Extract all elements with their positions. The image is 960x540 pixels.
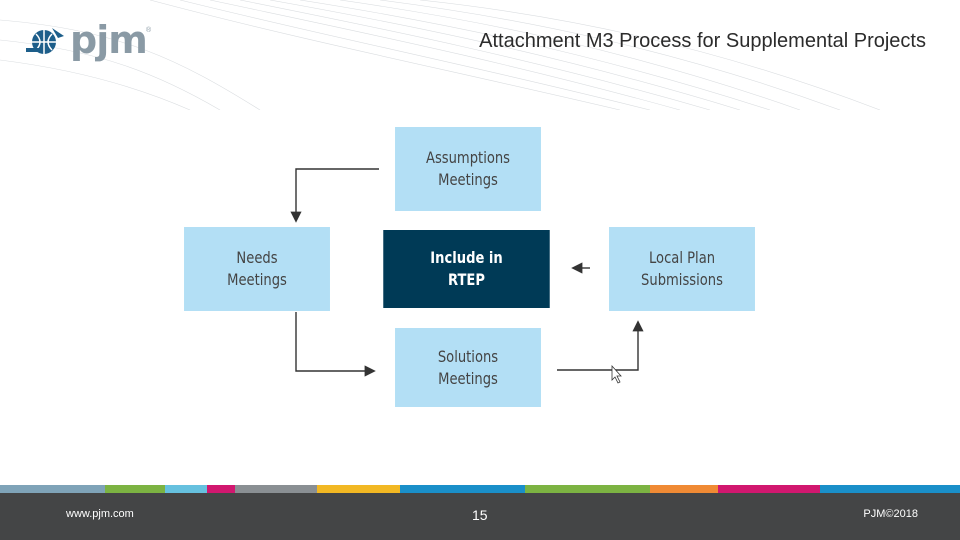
node-local-plan-submissions: Local Plan Submissions xyxy=(609,227,755,311)
stripe-segment xyxy=(105,485,165,493)
stripe-segment xyxy=(400,485,525,493)
logo-wordmark: pjm xyxy=(70,18,148,62)
stripe-segment xyxy=(820,485,960,493)
stripe-segment xyxy=(718,485,820,493)
logo-registered-mark: ® xyxy=(146,27,152,34)
node-include-in-rtep: Include in RTEP xyxy=(383,230,550,308)
stripe-segment xyxy=(650,485,718,493)
footer-copyright: PJM©2018 xyxy=(863,508,918,520)
stripe-segment xyxy=(525,485,650,493)
arrow-assumptions-to-needs xyxy=(290,168,379,223)
arrow-solutions-to-localplan xyxy=(557,320,644,371)
stripe-segment xyxy=(165,485,207,493)
stripe-segment xyxy=(207,485,235,493)
arrow-needs-to-solutions xyxy=(295,312,376,377)
node-assumptions-meetings: Assumptions Meetings xyxy=(395,127,541,211)
footer-url[interactable]: www.pjm.com xyxy=(66,508,134,520)
stripe-segment xyxy=(0,485,105,493)
page-number: 15 xyxy=(472,507,488,523)
slide-title: Attachment M3 Process for Supplemental P… xyxy=(479,30,926,52)
footer-color-stripe xyxy=(0,485,960,493)
node-needs-meetings: Needs Meetings xyxy=(184,227,330,311)
stripe-segment xyxy=(317,485,400,493)
stripe-segment xyxy=(235,485,317,493)
pjm-globe-icon xyxy=(26,28,64,54)
process-diagram-connectors xyxy=(290,168,644,384)
mouse-cursor-icon xyxy=(611,364,622,384)
footer-bar: www.pjm.com 15 PJM©2018 xyxy=(0,493,960,540)
node-solutions-meetings: Solutions Meetings xyxy=(395,328,541,407)
